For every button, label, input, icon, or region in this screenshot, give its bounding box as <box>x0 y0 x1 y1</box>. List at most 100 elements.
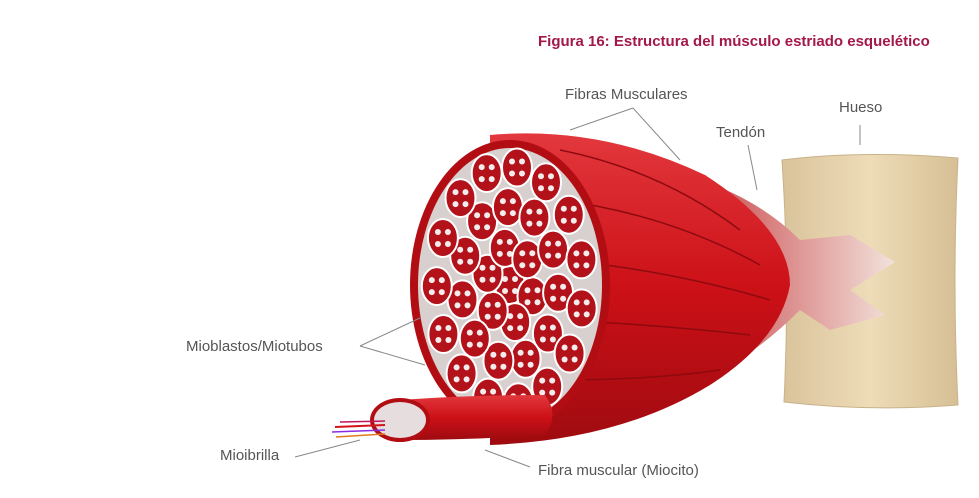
fiber-dot <box>524 287 531 294</box>
fiber-dot <box>463 376 470 383</box>
label-fibras-musculares: Fibras Musculares <box>565 86 688 103</box>
fiber-dot <box>445 325 452 331</box>
fiber-dot <box>560 217 567 224</box>
figure-title: Figura 16: Estructura del músculo estria… <box>538 33 930 50</box>
fiber-dot <box>445 337 452 343</box>
fiber-dot <box>538 185 544 192</box>
fiber-dot <box>428 289 435 296</box>
fiber-dot <box>509 210 516 217</box>
muscle-bundle <box>531 313 564 354</box>
fiber-dot <box>509 170 515 177</box>
fiber-dot <box>573 299 580 306</box>
fiber-dot <box>474 224 481 231</box>
fiber-dot <box>490 388 497 395</box>
fiber-dot <box>506 238 513 245</box>
fiber-dot <box>570 205 577 212</box>
fiber-dot <box>500 363 507 370</box>
fiber-dot <box>502 276 508 282</box>
fiber-dot <box>539 336 546 343</box>
fiber-dot <box>529 262 536 269</box>
muscle-bundle <box>470 153 503 194</box>
fiber-dot <box>462 201 469 208</box>
fiber-dot <box>467 246 474 253</box>
fiber-dot <box>536 220 543 227</box>
fiber-dot <box>527 361 534 368</box>
fiber-dot <box>549 377 556 384</box>
fiber-dot <box>476 341 483 348</box>
fiber-dot <box>526 220 533 227</box>
fiber-dot <box>494 313 501 320</box>
muscle-bundle <box>565 288 598 329</box>
fiber-dot <box>519 262 526 269</box>
fiber-dot <box>560 283 567 290</box>
fiber-dot <box>536 208 543 215</box>
label-hueso: Hueso <box>839 99 883 116</box>
fiber-dot <box>500 351 507 358</box>
fiber-dot <box>573 250 580 257</box>
fiber-dot <box>464 290 471 297</box>
fiber-dot <box>484 212 491 219</box>
label-fibra-muscular: Fibra muscular (Miocito) <box>538 462 699 479</box>
fiber-dot <box>545 240 552 247</box>
fiber-dot <box>453 376 460 383</box>
fiber-dot <box>583 262 590 269</box>
fiber-dot <box>583 299 590 306</box>
muscle-bundle <box>501 147 533 188</box>
muscle-bundle <box>565 239 598 280</box>
muscle-bundle <box>427 314 460 354</box>
fiber-dot <box>517 349 524 356</box>
fiber-dot <box>438 289 445 296</box>
fiber-dot <box>512 288 518 294</box>
fiber-dot <box>527 349 534 356</box>
fiber-dot <box>509 158 515 165</box>
fiber-dot <box>489 276 496 283</box>
fiber-dot <box>571 356 578 363</box>
fiber-dot <box>435 337 442 343</box>
fiber-dot <box>534 299 541 306</box>
fiber-dot <box>452 201 459 208</box>
muscle-bundle <box>471 253 504 294</box>
fiber-dot <box>467 258 474 265</box>
fiber-dot <box>488 176 495 183</box>
fiber-dot <box>480 388 487 395</box>
fiber-dot <box>555 240 562 247</box>
leader-lines <box>294 107 861 468</box>
fiber-dot <box>517 325 524 332</box>
muscle-bundle <box>509 338 542 379</box>
fiber-dot <box>573 311 580 318</box>
fiber-dot <box>494 301 501 308</box>
fiber-dot <box>464 302 471 309</box>
muscle-bundle <box>420 266 453 307</box>
fiber-dot <box>583 311 590 318</box>
fiber-dot <box>478 176 485 183</box>
muscle-cross-section <box>410 140 610 430</box>
fiber-dot <box>539 324 546 331</box>
fiber-dot <box>488 164 495 171</box>
fiber-dot <box>453 364 460 371</box>
fiber-dot <box>583 250 590 257</box>
fiber-dot <box>512 276 518 282</box>
fiber-dot <box>466 329 473 336</box>
fiber-dot <box>454 290 461 297</box>
fiber-dot <box>435 325 442 331</box>
fiber-dot <box>571 344 578 351</box>
fiber-dot <box>506 250 513 257</box>
muscle-bundle <box>426 218 459 258</box>
fiber-dot <box>539 377 546 384</box>
fiber-dot <box>490 363 497 370</box>
fiber-dot <box>476 329 483 336</box>
fiber-dot <box>534 287 541 294</box>
fiber-dot <box>474 212 481 219</box>
fiber-dot <box>561 356 568 363</box>
muscle-bundle <box>444 178 477 219</box>
fiber-dot <box>561 344 568 351</box>
fiber-dot <box>444 241 451 247</box>
fiber-dot <box>457 246 464 253</box>
fiber-dot <box>517 313 524 320</box>
fiber-dot <box>454 302 461 309</box>
fiber-dot <box>479 276 486 283</box>
fiber-dot <box>549 336 556 343</box>
label-tendon: Tendón <box>716 124 766 141</box>
fiber-dot <box>499 198 506 205</box>
